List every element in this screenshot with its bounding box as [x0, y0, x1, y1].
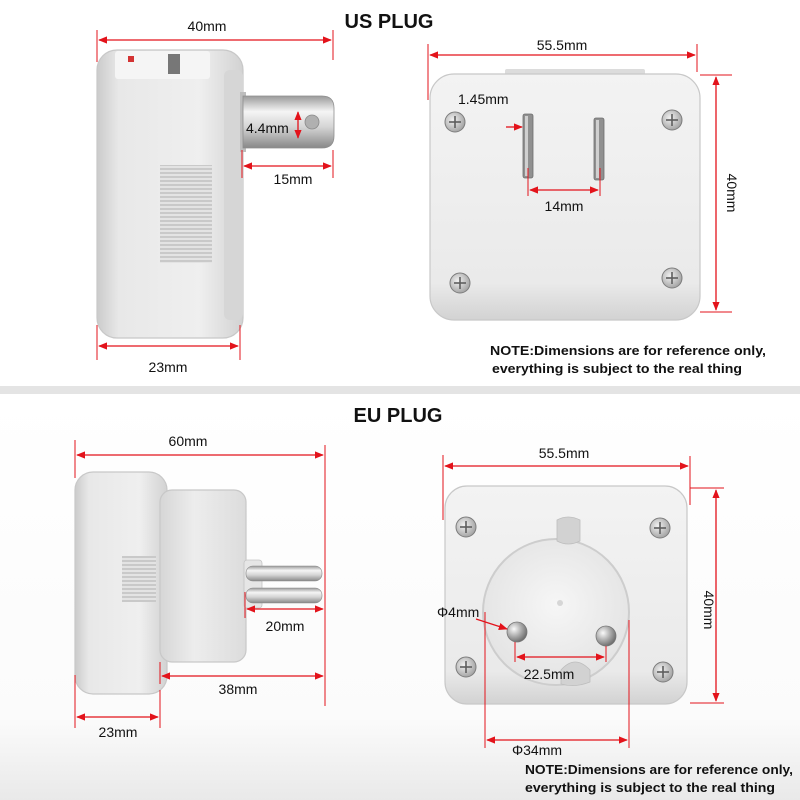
us-width-label: 55.5mm — [537, 37, 588, 53]
eu-spacing-label: 22.5mm — [524, 666, 575, 682]
eu-side-dimensions: 60mm 20mm 38mm 23mm — [74, 433, 326, 740]
us-prong-left-highlight — [525, 116, 528, 176]
screw — [449, 272, 471, 294]
us-depth-label: 23mm — [149, 359, 188, 375]
eu-plug-front-view — [444, 485, 688, 705]
us-height-label: 40mm — [724, 174, 740, 213]
us-note-line-2: everything is subject to the real thing — [492, 362, 742, 376]
eu-socket-diameter-label: Φ34mm — [512, 742, 562, 758]
section-divider — [0, 386, 800, 394]
eu-center-mark — [557, 600, 563, 606]
screw — [649, 517, 671, 539]
eu-pin-right — [595, 625, 617, 647]
us-note-line-1: NOTE:Dimensions are for reference only, — [490, 344, 766, 358]
us-prong-blade — [242, 95, 335, 149]
eu-depth-label: 23mm — [99, 724, 138, 740]
us-plug-front-view — [429, 69, 701, 321]
us-front-dimensions: 55.5mm 1.45mm 14mm 40mm — [427, 37, 740, 313]
eu-pin-diameter-arrow — [475, 618, 508, 630]
us-side-back-ridge — [224, 70, 243, 320]
eu-bottom-notch — [560, 661, 591, 686]
us-side-sticker-box — [168, 54, 180, 74]
screw — [455, 656, 477, 678]
us-spacing-label: 14mm — [545, 198, 584, 214]
eu-plug-side-view — [74, 471, 323, 695]
eu-note-line-1: NOTE:Dimensions are for reference only, — [525, 763, 793, 777]
us-length-label: 40mm — [188, 18, 227, 34]
eu-pin-diameter-label: Φ4mm — [437, 604, 479, 620]
screw — [652, 661, 674, 683]
eu-height-label: 40mm — [701, 591, 717, 630]
us-prong-right-highlight — [596, 120, 599, 178]
eu-top-notch — [556, 516, 581, 545]
us-side-dimensions: 40mm 4.4mm 15mm 23mm — [96, 18, 334, 375]
screw — [444, 111, 466, 133]
eu-adapter-length-label: 38mm — [219, 681, 258, 697]
eu-side-adapter — [159, 489, 247, 663]
eu-length-label: 60mm — [169, 433, 208, 449]
us-plug-title: US PLUG — [345, 11, 434, 33]
eu-width-label: 55.5mm — [539, 445, 590, 461]
eu-front-dimensions: 55.5mm 40mm Φ4mm 22.5mm Φ34mm — [437, 445, 724, 758]
eu-side-ribbed-grip — [122, 556, 156, 602]
us-prong-length-label: 15mm — [274, 171, 313, 187]
us-side-sticker — [115, 51, 210, 79]
eu-pin-lower — [245, 587, 323, 604]
us-thickness-label: 4.4mm — [246, 120, 289, 136]
screw — [661, 267, 683, 289]
us-front-body — [429, 73, 701, 321]
us-prong-width-label: 1.45mm — [458, 91, 509, 107]
eu-note-line-2: everything is subject to the real thing — [525, 781, 775, 795]
eu-pin-left — [506, 621, 528, 643]
eu-pin-upper — [245, 565, 323, 582]
eu-plug-title: EU PLUG — [354, 405, 443, 427]
screw — [455, 516, 477, 538]
us-side-sticker-mark — [128, 56, 134, 62]
screw — [661, 109, 683, 131]
us-side-ribbed-grip — [160, 165, 212, 263]
us-plug-side-view — [96, 49, 335, 339]
eu-pin-length-label: 20mm — [266, 618, 305, 634]
eu-socket-face — [482, 538, 630, 686]
us-prong-hole — [304, 114, 320, 130]
